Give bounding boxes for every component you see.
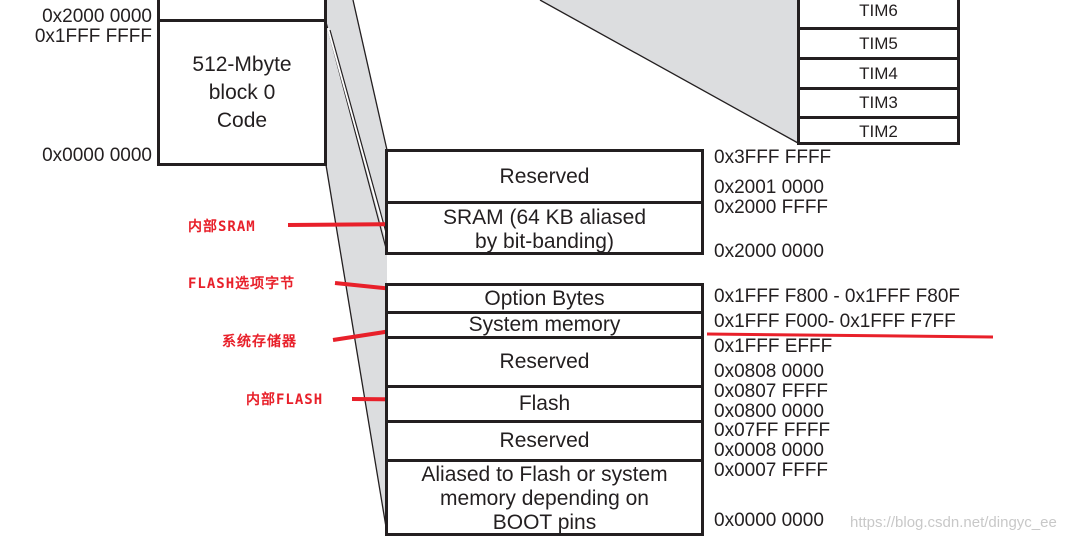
address-label: 0x0000 0000: [714, 510, 824, 531]
sram-region-stack: Reserved SRAM (64 KB aliased by bit-band…: [385, 149, 704, 255]
code-expansion-wedge: [326, 0, 387, 533]
timer-stack: TIM6 TIM5 TIM4 TIM3 TIM2: [797, 0, 960, 145]
wedge-edge-outer: [352, 0, 388, 151]
timer-row-tim5: TIM5: [800, 27, 957, 57]
timer-wedge-edge: [539, 0, 799, 144]
code-block-line-1: 512-Mbyte: [192, 52, 292, 76]
address-label: 0x2000 FFFF: [714, 197, 829, 218]
region-reserved-middle: Reserved: [388, 336, 701, 385]
annotation-internal-sram: 内部SRAM: [188, 219, 256, 235]
sram-link-line-3: [329, 29, 388, 237]
code-block-0: 512-Mbyte block 0 Code: [157, 19, 327, 166]
address-label: 0x1FFF F800 - 0x1FFF F80F: [714, 286, 960, 307]
address-label: 0x0007 FFFF: [714, 460, 829, 481]
region-system-memory: System memory: [388, 311, 701, 336]
address-label: 0x1FFF F000- 0x1FFF F7FF: [714, 311, 956, 332]
system-memory-address-underline: [706, 332, 994, 339]
sram-link-line-2: [326, 27, 389, 241]
address-label: 0x0000 0000: [42, 145, 152, 166]
region-boot-alias: Aliased to Flash or system memory depend…: [388, 459, 701, 536]
address-label: 0x2000 0000: [42, 6, 152, 27]
region-sram: SRAM (64 KB aliased by bit-banding): [388, 201, 701, 255]
address-label: 0x3FFF FFFF: [714, 147, 832, 168]
address-label: 0x1FFF FFFF: [34, 26, 152, 47]
timer-row-tim4: TIM4: [800, 57, 957, 87]
region-flash: Flash: [388, 385, 701, 420]
address-label: 0x0807 FFFF: [714, 381, 829, 402]
timer-row-tim6: TIM6: [859, 1, 898, 20]
annotation-system-memory: 系统存储器: [222, 334, 297, 350]
code-block-line-2: block 0: [208, 80, 276, 104]
address-label: 0x0008 0000: [714, 440, 824, 461]
address-label: 0x07FF FFFF: [714, 420, 831, 441]
address-label: 0x2000 0000: [714, 241, 824, 262]
code-block-line-3: Code: [216, 108, 268, 132]
address-label: 0x1FFF EFFF: [714, 336, 833, 357]
watermark: https://blog.csdn.net/dingyc_ee: [850, 514, 1057, 531]
region-option-bytes: Option Bytes: [484, 286, 605, 310]
annotation-internal-flash: 内部FLASH: [246, 392, 324, 408]
address-label: 0x2001 0000: [714, 177, 824, 198]
annotation-flash-option-bytes: FLASH选项字节: [188, 276, 296, 292]
address-label: 0x0800 0000: [714, 401, 824, 422]
code-region-stack: Option Bytes System memory Reserved Flas…: [385, 283, 704, 536]
timer-row-tim3: TIM3: [800, 87, 957, 116]
region-reserved-upper: Reserved: [499, 164, 590, 188]
address-label: 0x0808 0000: [714, 361, 824, 382]
timer-row-tim2: TIM2: [800, 116, 957, 145]
region-reserved-lower: Reserved: [388, 420, 701, 459]
